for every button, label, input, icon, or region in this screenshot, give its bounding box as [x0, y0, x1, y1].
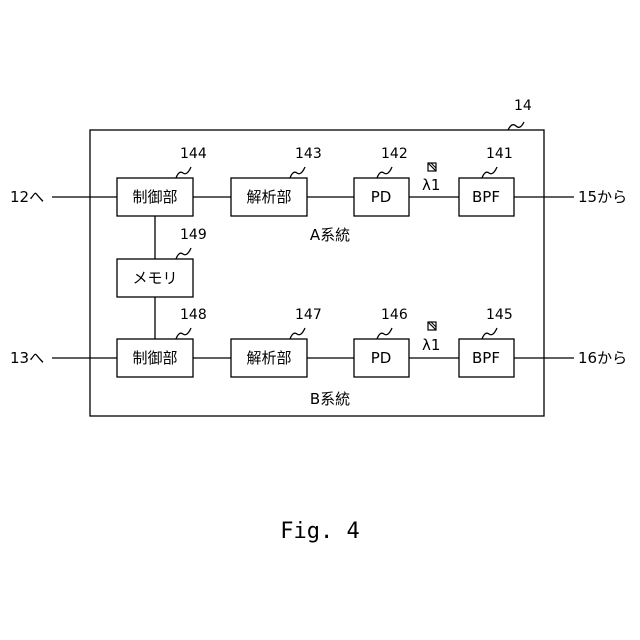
a-pd-ref: 142 — [381, 146, 408, 162]
a-bpf-label: BPF — [472, 188, 500, 206]
b-control-label: 制御部 — [132, 349, 177, 367]
a-in-label: 15から — [578, 188, 627, 206]
b-pd-ref: 146 — [381, 307, 408, 323]
a-pd-label: PD — [371, 188, 392, 206]
figure-caption: Fig. 4 — [280, 519, 359, 544]
b-bpf-ref: 145 — [486, 307, 513, 323]
a-analysis-ref: 143 — [295, 146, 322, 162]
b-out-label: 13へ — [10, 349, 44, 367]
unit-ref: 14 — [514, 98, 532, 114]
b-analysis-label: 解析部 — [246, 349, 291, 367]
a-control-label: 制御部 — [132, 188, 177, 206]
b-pd-label: PD — [371, 349, 392, 367]
b-system-label: B系統 — [310, 390, 350, 408]
b-control-ref: 148 — [180, 307, 207, 323]
b-analysis-ref: 147 — [295, 307, 322, 323]
b-wavelength-label: λ1 — [422, 336, 440, 354]
a-system-label: A系統 — [310, 226, 350, 244]
unit-ref-leader — [508, 122, 524, 130]
a-out-label: 12へ — [10, 188, 44, 206]
b-bpf-label: BPF — [472, 349, 500, 367]
a-bpf-ref: 141 — [486, 146, 513, 162]
memory-ref: 149 — [180, 227, 207, 243]
a-wavelength-label: λ1 — [422, 176, 440, 194]
memory-label: メモリ — [132, 269, 177, 287]
a-control-ref: 144 — [180, 146, 207, 162]
b-in-label: 16から — [578, 349, 627, 367]
a-analysis-label: 解析部 — [246, 188, 291, 206]
